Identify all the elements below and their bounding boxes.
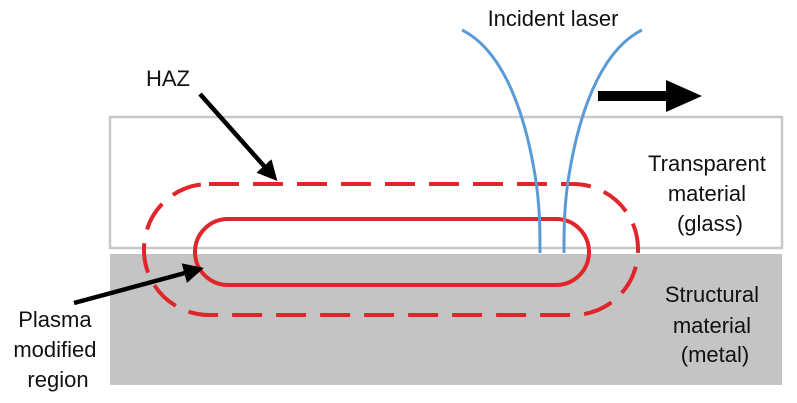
- haz-label: HAZ: [146, 66, 190, 91]
- laser-beam-left-edge: [461, 28, 542, 254]
- plasma-label-line-3: region: [27, 367, 88, 392]
- structural-material-label: Structural material (metal): [665, 282, 765, 367]
- transparent-material-line-1: Transparent: [648, 151, 766, 176]
- transparent-material-line-2: material: [668, 181, 746, 206]
- incident-laser-label: Incident laser: [488, 6, 619, 31]
- structural-material-line-3: (metal): [681, 342, 749, 367]
- plasma-label-line-2: modified: [13, 337, 96, 362]
- arrow-right-icon: [598, 80, 702, 112]
- plasma-modified-region: [193, 217, 591, 287]
- incident-laser-beam: [461, 28, 643, 254]
- plasma-pointer-arrow: [73, 263, 204, 306]
- plasma-modified-region-label: Plasma modified region: [13, 307, 102, 392]
- structural-material-line-2: material: [673, 313, 751, 338]
- plasma-label-line-1: Plasma: [18, 307, 92, 332]
- haz-pointer-arrow: [198, 92, 278, 182]
- structural-material-layer: [110, 254, 782, 385]
- transparent-material-label: Transparent material (glass): [648, 151, 772, 236]
- laser-beam-right-edge: [562, 28, 643, 254]
- transparent-material-line-3: (glass): [677, 211, 743, 236]
- structural-material-line-1: Structural: [665, 282, 759, 307]
- haz-boundary: [142, 182, 640, 317]
